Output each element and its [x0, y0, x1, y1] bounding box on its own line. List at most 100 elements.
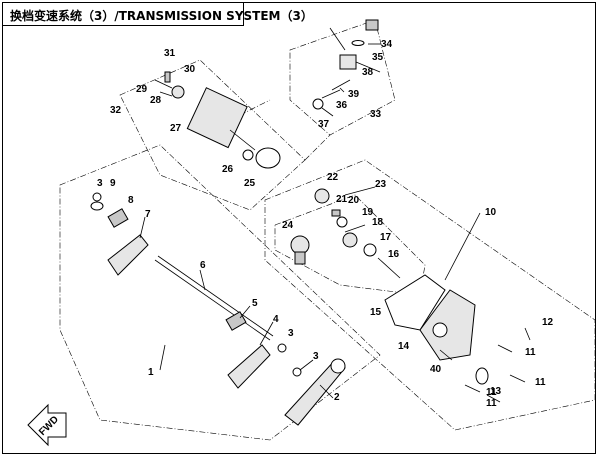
fwd-arrow-icon: FWD — [27, 403, 67, 447]
callout-1: 1 — [148, 367, 154, 378]
ring-20 — [336, 216, 348, 228]
bearing-25 — [255, 147, 281, 169]
group-outline-10 — [264, 159, 596, 431]
diagram-title: 换档变速系统（3）/TRANSMISSION SYSTEM（3） — [10, 9, 313, 23]
plate-18 — [342, 232, 358, 248]
spring-8 — [107, 208, 129, 228]
callout-labels: 1 2 3 3 3 4 5 6 7 8 9 10 11 11 11 11 12 … — [97, 39, 554, 409]
callout-11d: 11 — [486, 387, 497, 398]
plug-38 — [339, 54, 357, 70]
leader-37 — [321, 107, 334, 117]
ring-3b — [277, 343, 287, 353]
callout-30: 30 — [184, 64, 196, 75]
callout-16: 16 — [388, 249, 400, 260]
callout-36: 36 — [336, 100, 348, 111]
shaft-6-edge — [157, 255, 274, 337]
leader-6 — [199, 269, 206, 291]
bolt-11b — [509, 374, 526, 383]
screw-40 — [439, 349, 453, 361]
pin-36 — [321, 89, 341, 99]
callout-15: 15 — [370, 307, 382, 318]
stopper-24-shaft — [294, 251, 306, 265]
cover-assembly — [384, 274, 531, 403]
callout-19: 19 — [362, 207, 374, 218]
leader-39 — [339, 87, 345, 93]
screw-31 — [164, 71, 171, 83]
callout-7: 7 — [145, 209, 151, 220]
fork-assembly — [90, 192, 346, 426]
pin-28 — [159, 91, 173, 97]
callout-25: 25 — [244, 178, 256, 189]
shift-mechanism — [290, 188, 401, 279]
detent-assembly — [312, 19, 379, 110]
seal-13 — [475, 367, 489, 385]
ring-3c — [292, 367, 302, 377]
callout-3-mid: 3 — [288, 328, 294, 339]
drum-shaft — [229, 129, 256, 151]
callout-6: 6 — [200, 260, 206, 271]
callout-23: 23 — [375, 179, 387, 190]
link-33 — [304, 134, 331, 161]
callout-31: 31 — [164, 48, 176, 59]
callout-27: 27 — [170, 123, 182, 134]
washer-17 — [363, 243, 377, 257]
callout-3-low: 3 — [313, 351, 319, 362]
callout-11b: 11 — [535, 377, 546, 388]
cover-14 — [419, 289, 476, 361]
bolt-11a — [497, 344, 513, 353]
group-outline-32 — [119, 59, 306, 211]
cap-bolt-34 — [365, 19, 379, 31]
callout-3-top: 3 — [97, 178, 103, 189]
callout-10: 10 — [485, 207, 497, 218]
callout-29: 29 — [136, 84, 148, 95]
callout-17: 17 — [380, 232, 392, 243]
pin-29 — [154, 79, 173, 89]
bolt-11d — [486, 394, 501, 403]
shift-drum-27 — [186, 87, 248, 149]
leader-7 — [139, 216, 146, 239]
callout-33: 33 — [370, 109, 382, 120]
washer-35 — [351, 40, 365, 46]
leader-10 — [444, 212, 481, 281]
callout-24: 24 — [282, 220, 294, 231]
callout-26: 26 — [222, 164, 234, 175]
callout-21: 21 — [336, 194, 348, 205]
bolt-16 — [377, 257, 401, 279]
cam-22 — [314, 188, 330, 204]
callout-37: 37 — [318, 119, 330, 130]
gasket-15 — [384, 274, 446, 331]
callout-13: 13 — [490, 386, 502, 397]
cover-14-boss — [432, 322, 448, 338]
drawing-frame — [2, 2, 596, 454]
ring-26 — [242, 149, 254, 161]
callout-20: 20 — [348, 195, 360, 206]
fork-4 — [227, 344, 271, 389]
group-outline-33 — [289, 19, 396, 136]
leader-2 — [319, 384, 334, 399]
leader-3 — [299, 359, 314, 371]
plate-30 — [171, 85, 185, 99]
callout-14: 14 — [398, 341, 410, 352]
callout-8: 8 — [128, 195, 134, 206]
callout-11a: 11 — [525, 347, 536, 358]
bolt-12 — [524, 327, 531, 341]
washer-9 — [90, 201, 104, 211]
spring-19 — [344, 224, 366, 233]
callout-40: 40 — [430, 364, 442, 375]
callout-32: 32 — [110, 105, 122, 116]
fork-7 — [107, 234, 149, 276]
pin-21 — [331, 209, 341, 217]
lever-2-hub — [330, 358, 346, 374]
callout-18: 18 — [372, 217, 384, 228]
group-outline-1 — [59, 144, 381, 441]
stopper-24 — [290, 235, 310, 255]
leader-23 — [344, 186, 376, 196]
leader-38 — [355, 61, 381, 73]
leader-33 — [329, 27, 346, 51]
callout-2: 2 — [334, 392, 340, 403]
callout-9: 9 — [110, 178, 116, 189]
callout-11c: 11 — [486, 398, 497, 409]
callout-12: 12 — [542, 317, 554, 328]
leader-5 — [239, 305, 251, 319]
